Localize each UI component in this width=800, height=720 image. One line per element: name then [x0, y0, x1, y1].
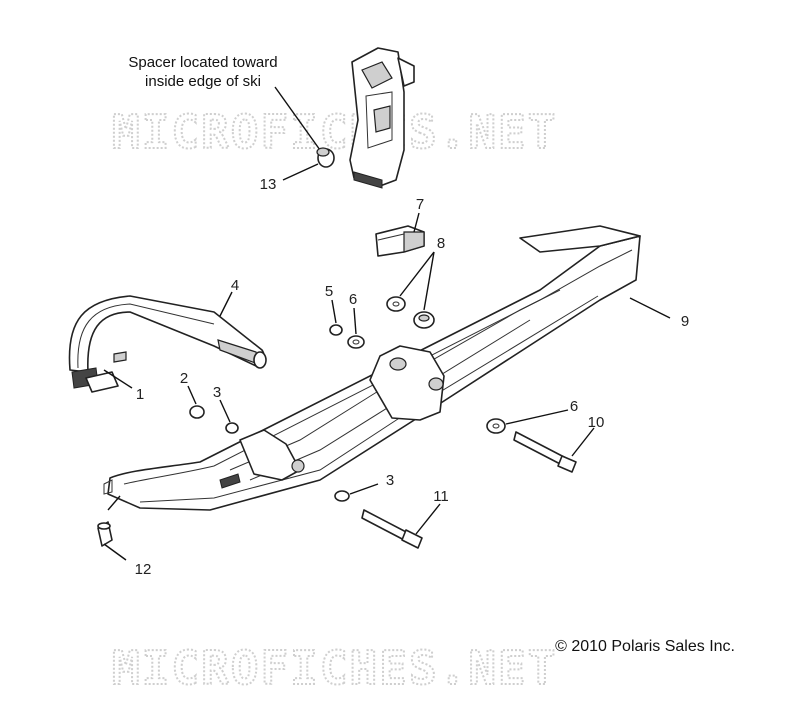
- callout-8: 8: [437, 235, 445, 252]
- callout-5: 5: [325, 283, 333, 300]
- callout-11: 11: [433, 488, 449, 505]
- note-line-2: inside edge of ski: [145, 73, 261, 90]
- wear-block-part-7: [375, 225, 425, 257]
- watermark-bottom: MICROFICHES.NET: [112, 641, 557, 695]
- ski-loop-part-4: [68, 295, 267, 389]
- callout-4: 4: [231, 277, 239, 294]
- callout-12: 12: [135, 561, 152, 578]
- callout-1: 1: [136, 386, 144, 403]
- bolt-part-11: [361, 509, 423, 549]
- ski-body-part-9: [103, 225, 641, 511]
- watermark-top: MICROFICHES.NET: [112, 105, 557, 159]
- washer-part-6a: [347, 335, 365, 349]
- callout-6-lower: 6: [570, 398, 578, 415]
- washer-part-8a: [386, 296, 406, 312]
- nut-part-2: [189, 405, 205, 419]
- note-line-1: Spacer located toward: [128, 54, 277, 71]
- note-leader: [274, 86, 321, 151]
- callout-7: 7: [416, 196, 424, 213]
- bolt-part-10: [513, 431, 577, 473]
- washer-hole-6a: [352, 339, 360, 345]
- washer-part-3b: [334, 490, 350, 502]
- screw-part-12: [97, 521, 113, 547]
- washer-part-6b: [486, 418, 506, 434]
- callout-13: 13: [260, 176, 277, 193]
- callout-10: 10: [588, 414, 605, 431]
- washer-part-3a: [225, 422, 239, 434]
- callout-9: 9: [681, 313, 689, 330]
- callout-leaders: [103, 163, 671, 561]
- bushing-hole-8b: [418, 314, 430, 322]
- callout-2: 2: [180, 370, 188, 387]
- washer-hole-6b: [492, 423, 500, 429]
- spacer-part-13: [316, 147, 335, 168]
- ski-spindle-part: [349, 47, 415, 189]
- washer-hole-8a: [392, 301, 400, 307]
- callout-3-upper: 3: [213, 384, 221, 401]
- clip-part-1: [85, 351, 127, 393]
- copyright-text: © 2010 Polaris Sales Inc.: [555, 638, 735, 655]
- nut-part-5: [329, 324, 343, 336]
- callout-3-lower: 3: [386, 472, 394, 489]
- callout-6-upper: 6: [349, 291, 357, 308]
